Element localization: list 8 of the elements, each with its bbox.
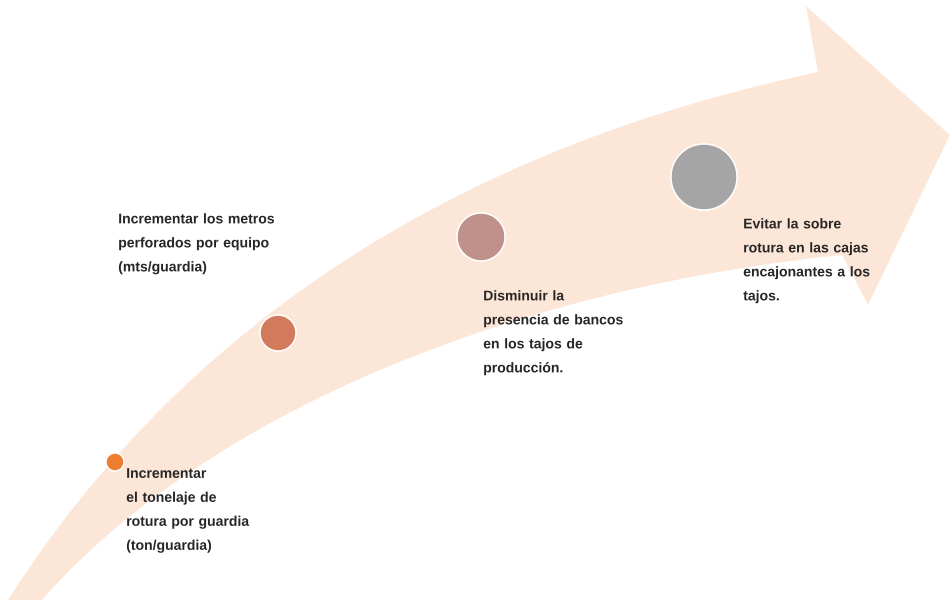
milestone-text: Disminuir la presencia de bancos en los tajos de producción. bbox=[484, 290, 623, 376]
milestone-text: Evitar la sobre rotura en las cajas encajonantes a los tajos. bbox=[743, 218, 870, 304]
circle-marker bbox=[105, 452, 125, 472]
milestone-text: Incrementar los metros perforados por equipo (mts/guardia) bbox=[118, 213, 274, 274]
circle-marker bbox=[670, 143, 738, 211]
circle-marker bbox=[456, 212, 506, 262]
circle-marker bbox=[259, 314, 297, 352]
milestone-text: Incrementar el tonelaje de rotura por guardia (ton/guardia) bbox=[126, 468, 250, 553]
